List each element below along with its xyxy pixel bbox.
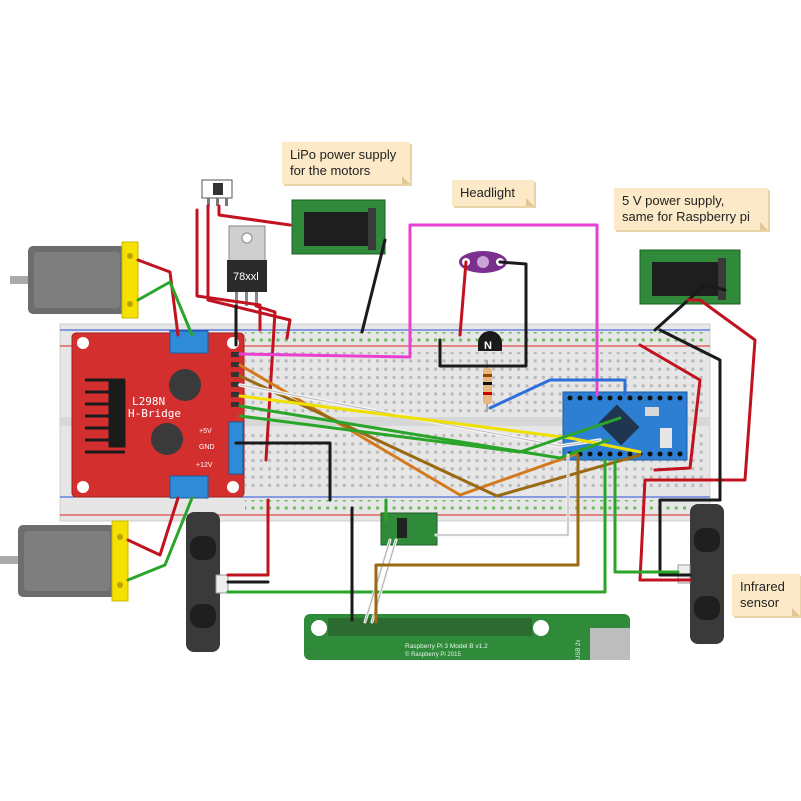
raspberry-line2: © Raspberry Pi 2015 — [405, 651, 461, 658]
note-lipo-line1: LiPo power supply — [290, 147, 397, 162]
note-headlight-text: Headlight — [460, 185, 515, 200]
power-jack-lipo — [291, 199, 386, 255]
note-5v-line1: 5 V power supply, — [622, 193, 725, 208]
note-lipo-power-supply: LiPo power supply for the motors — [282, 142, 410, 184]
note-headlight: Headlight — [452, 180, 534, 206]
note-lipo-line2: for the motors — [290, 163, 371, 178]
capacitor-icon — [151, 423, 183, 455]
motor-bottom — [0, 520, 129, 602]
raspberry-pi: Raspberry Pi 3 Model B v1.2 © Raspberry … — [304, 614, 630, 660]
ir-sensor-right — [677, 504, 724, 644]
regulator-label: 78xxl — [233, 271, 259, 283]
note-infrared-line2: sensor — [740, 595, 780, 610]
hbridge-pin-gnd: GND — [199, 444, 215, 451]
transistor-label: N — [484, 340, 492, 352]
resistor — [483, 360, 492, 412]
capacitor-icon — [169, 369, 201, 401]
hbridge-pin-12v: +12V — [196, 462, 213, 469]
hbridge-title-line1: L298N — [132, 395, 165, 408]
slide-switch — [201, 179, 233, 206]
note-infrared-sensor: Infrared sensor — [732, 574, 800, 616]
hbridge-pin-5v: +5V — [199, 428, 212, 435]
note-5v-line2: same for Raspberry pi — [622, 209, 750, 224]
raspberry-line1: Raspberry Pi 3 Model B v1.2 — [405, 643, 488, 650]
terminal-block-icon — [228, 421, 244, 475]
voltage-regulator: 78xxl — [227, 225, 267, 306]
ir-sensor-left — [186, 512, 229, 652]
transistor: N — [478, 331, 502, 352]
wires — [126, 204, 757, 624]
l298n-hbridge: L298N H-Bridge +5V GND +12V — [71, 330, 245, 499]
note-5v-power-supply: 5 V power supply, same for Raspberry pi — [614, 188, 768, 230]
hbridge-title-line2: H-Bridge — [128, 407, 181, 420]
heatsink-icon — [85, 378, 126, 454]
note-infrared-line1: Infrared — [740, 579, 785, 594]
raspberry-usb-label: USB 2x — [576, 640, 582, 660]
power-jack-5v — [639, 249, 741, 305]
motor-top — [10, 241, 139, 319]
terminal-block-icon — [169, 475, 209, 499]
terminal-block-icon — [169, 330, 209, 354]
